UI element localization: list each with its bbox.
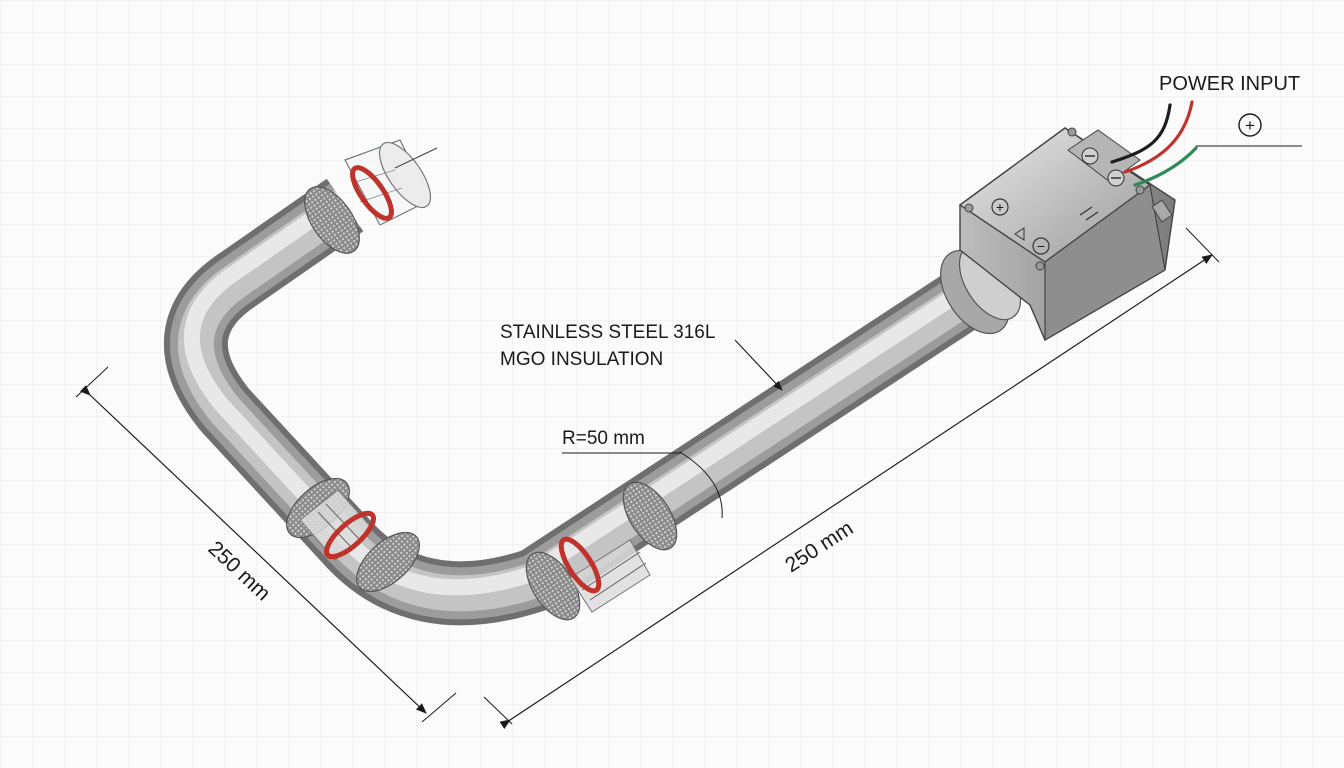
plus-symbol: + (996, 199, 1004, 215)
plus-symbol: + (1245, 116, 1255, 135)
power-input-callout: POWER INPUT + (1159, 73, 1302, 147)
o-ring (350, 165, 394, 221)
power-wires (1110, 100, 1198, 187)
radius-label: R=50 mm (562, 428, 645, 449)
ground-symbol-icon (1079, 206, 1099, 221)
tube-open-end (344, 139, 438, 226)
minus-symbol: − (1037, 238, 1045, 254)
power-input-label: POWER INPUT (1159, 73, 1300, 95)
terminal-block (1067, 129, 1141, 187)
material-label-line2: MGO INSULATION (500, 349, 663, 370)
plus-terminal-icon (1238, 113, 1262, 137)
polarity-minus-icon: − (1032, 237, 1050, 255)
polarity-plus-icon: + (991, 198, 1009, 216)
warning-triangle-icon (1014, 227, 1025, 241)
material-label-line1: STAINLESS STEEL 316L (500, 322, 715, 343)
